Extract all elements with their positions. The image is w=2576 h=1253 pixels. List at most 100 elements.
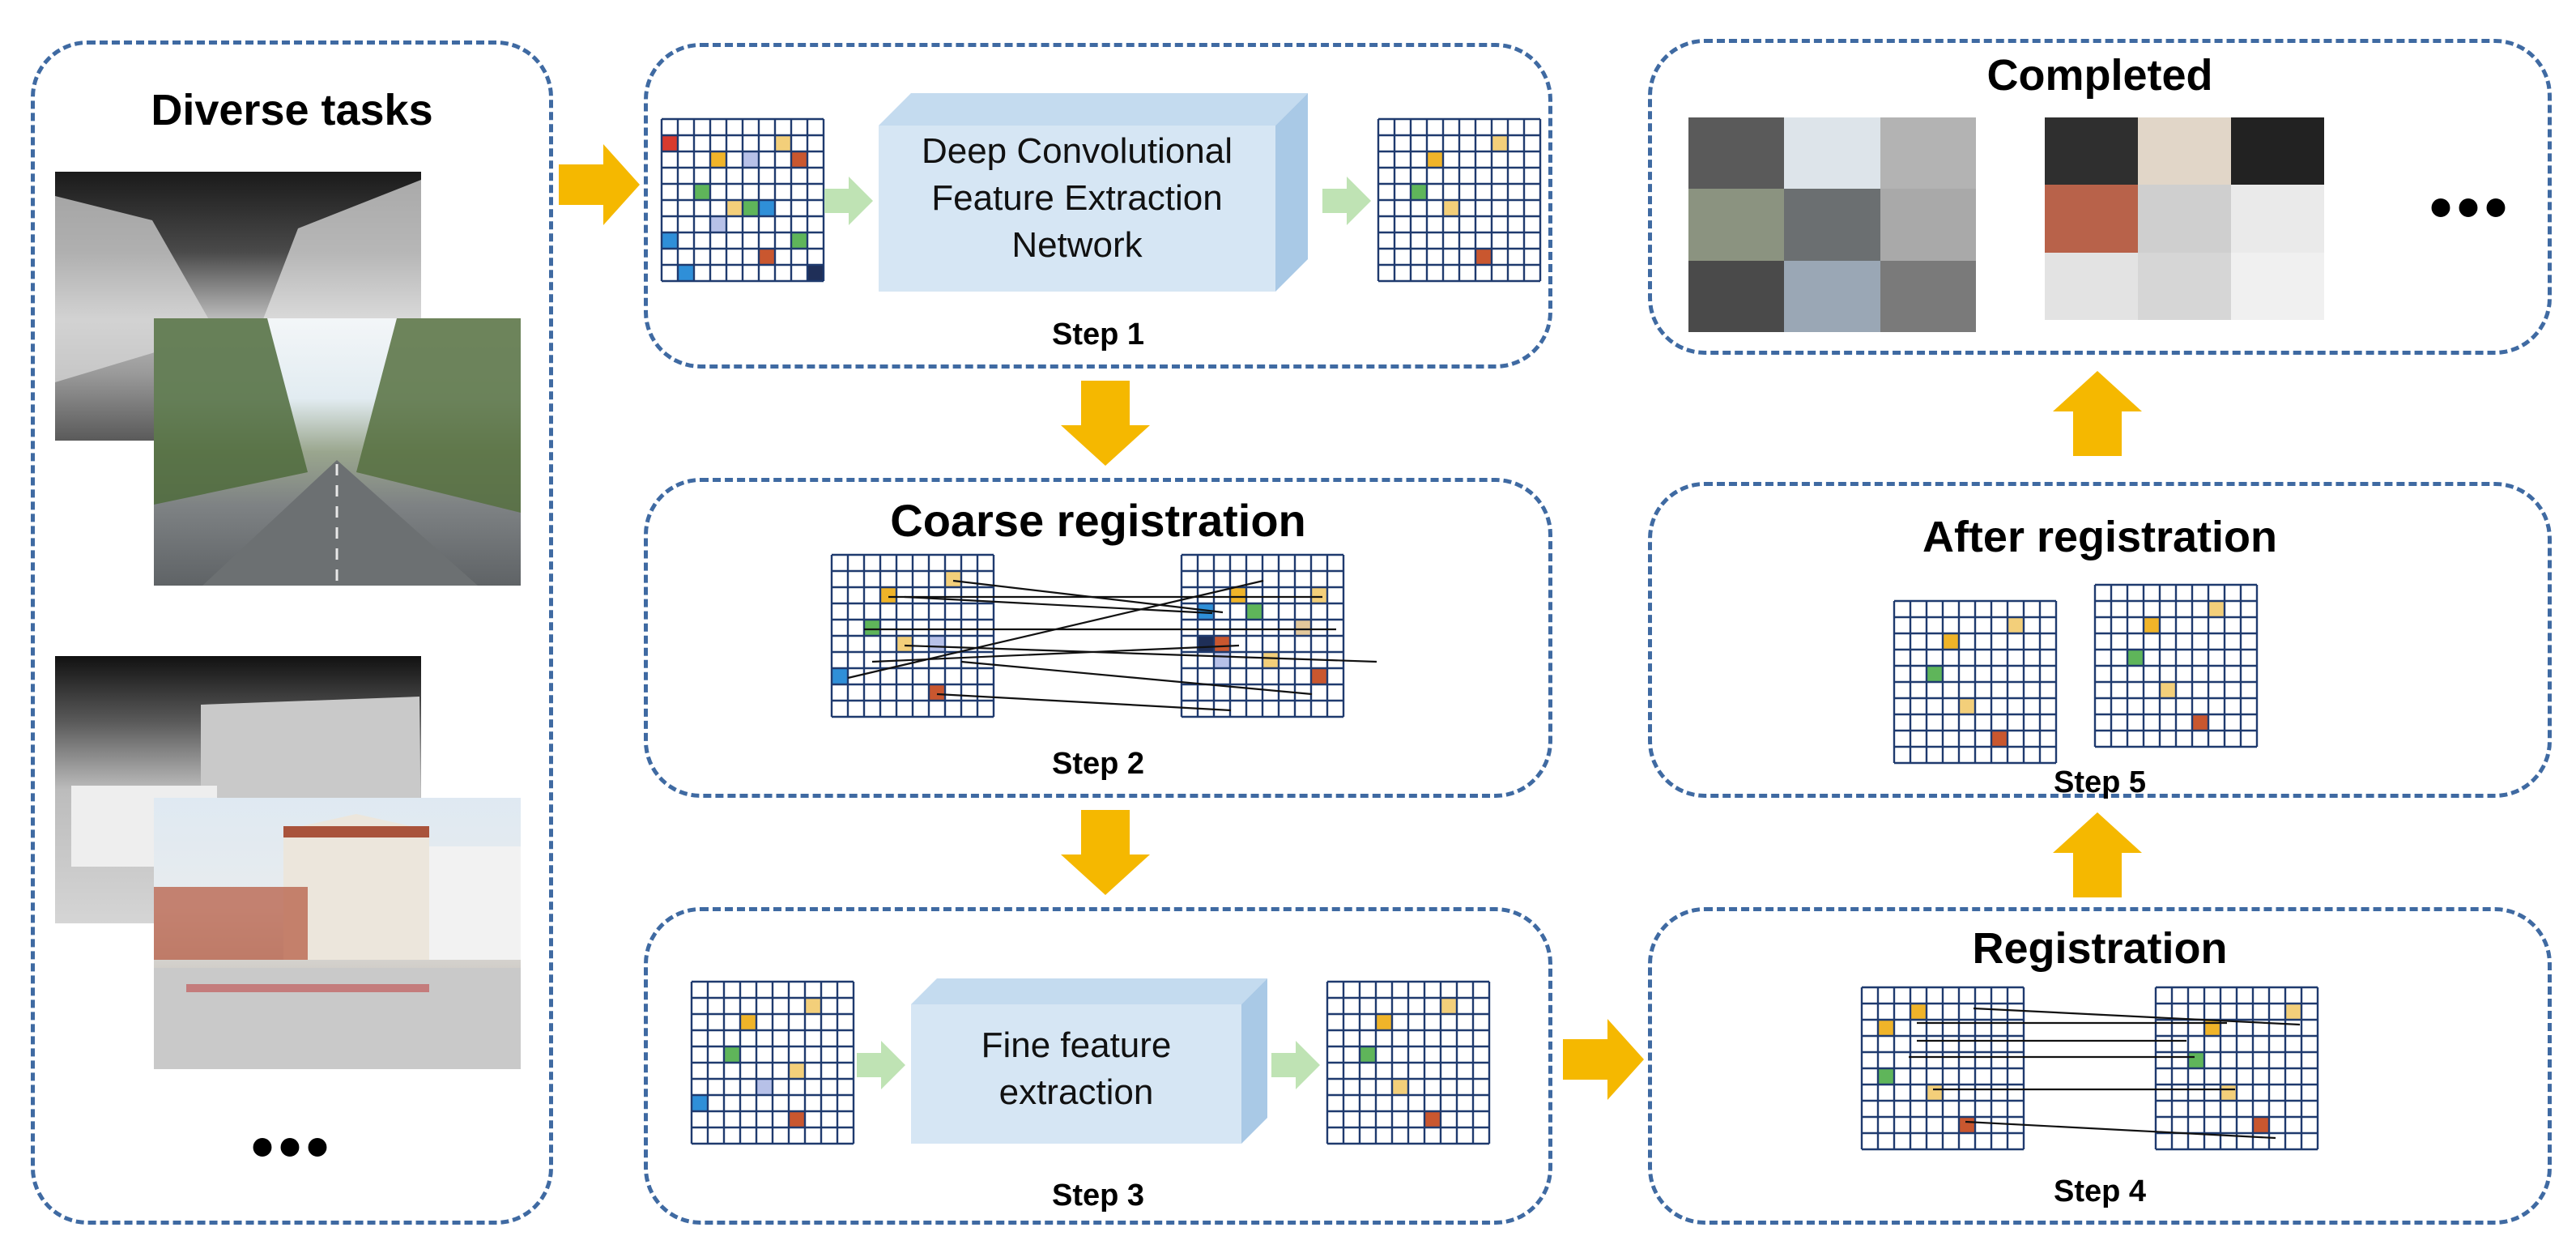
arrow-up-big-2 [2053, 371, 2142, 456]
diverse-tasks-panel [31, 40, 553, 1225]
match-line [904, 644, 1377, 663]
match-line [936, 693, 1232, 712]
feature-cell [662, 233, 677, 248]
feature-cell [1247, 604, 1262, 619]
feature-cell [2193, 715, 2208, 730]
step3-panel [644, 907, 1552, 1225]
feature-cell [1425, 1112, 1440, 1127]
feature-cell [930, 685, 944, 700]
step4-panel [1648, 907, 2552, 1225]
feature-cell [1444, 201, 1458, 215]
step4-left-grid [1860, 986, 2025, 1151]
feature-cell [1231, 588, 1245, 603]
feature-cell [2254, 1118, 2268, 1132]
arrow-down-big-2 [1061, 810, 1150, 895]
feature-cell [1312, 669, 1326, 684]
feature-cell [711, 217, 726, 232]
feature-cell [743, 152, 758, 167]
step1-input-grid [660, 117, 825, 283]
step5-label: Step 5 [2053, 765, 2147, 799]
feature-cell [1215, 637, 1229, 651]
step3-label: Step 3 [1051, 1178, 1145, 1213]
step1-label: Step 1 [1051, 318, 1145, 352]
step1-panel [644, 43, 1552, 369]
completed-building-mosaic [2045, 117, 2324, 320]
diverse-tasks-title: Diverse tasks [151, 86, 433, 134]
deep-cnn-line-3: Network [1011, 225, 1143, 265]
feature-cell [711, 152, 726, 167]
deep-cnn-block [879, 93, 1308, 292]
arrow-right-small-2 [1322, 177, 1371, 225]
visible-road-image [154, 318, 521, 586]
fine-feature-block [911, 978, 1267, 1144]
feature-cell [790, 1063, 804, 1078]
feature-cell [1377, 1015, 1391, 1029]
arrow-down-big-1 [1061, 381, 1150, 466]
feature-cell [1476, 249, 1491, 264]
feature-cell [760, 201, 774, 215]
coarse-registration-title: Coarse registration [890, 495, 1306, 546]
feature-cell [1393, 1080, 1407, 1094]
feature-cell [1492, 136, 1507, 151]
feature-cell [1911, 1004, 1926, 1019]
feature-cell [725, 1047, 739, 1062]
visible-building-image [154, 798, 521, 1069]
feature-cell [1312, 588, 1326, 603]
deep-cnn-line-2: Feature Extraction [931, 178, 1223, 218]
feature-cell [1879, 1021, 1893, 1035]
feature-cell [2209, 602, 2224, 616]
more-completed-ellipsis: ••• [2429, 171, 2513, 243]
registration-title: Registration [1972, 924, 2228, 973]
completed-panel [1648, 39, 2552, 355]
step5-right-grid [2093, 583, 2259, 748]
arrow-right-small-1 [824, 177, 873, 225]
step2-panel [644, 478, 1552, 798]
step4-right-grid [2154, 986, 2319, 1151]
more-tasks-ellipsis: ••• [251, 1110, 334, 1183]
feature-cell [1199, 604, 1213, 619]
feature-cell [1296, 620, 1310, 635]
feature-cell [741, 1015, 756, 1029]
feature-cell [743, 201, 758, 215]
arrow-right-big-2 [1563, 1019, 1644, 1100]
feature-cell [2205, 1021, 2220, 1035]
feature-cell [760, 249, 774, 264]
step1-output-grid [1377, 117, 1542, 283]
fine-feature-line-2: extraction [998, 1072, 1154, 1112]
feature-cell [662, 136, 677, 151]
feature-cell [2128, 650, 2143, 665]
step5-left-grid [1893, 599, 2058, 765]
feature-cell [2161, 683, 2175, 697]
feature-cell [1992, 731, 2007, 746]
feature-cell [1944, 634, 1958, 649]
feature-cell [792, 152, 807, 167]
feature-cell [757, 1080, 772, 1094]
completed-title: Completed [1986, 51, 2213, 100]
feature-cell [1879, 1069, 1893, 1084]
arrow-right-small-4 [1271, 1041, 1320, 1089]
feature-cell [1411, 185, 1426, 199]
feature-cell [692, 1096, 707, 1110]
completed-road-mosaic [1688, 117, 1976, 332]
feature-cell [2144, 618, 2159, 633]
feature-cell [679, 266, 693, 280]
after-registration-title: After registration [1922, 513, 2278, 561]
match-line [952, 579, 1224, 614]
arrow-up-big-1 [2053, 812, 2142, 897]
feature-cell [727, 201, 742, 215]
match-line [847, 579, 1264, 680]
step5-panel [1648, 482, 2552, 798]
feature-cell [2286, 1004, 2301, 1019]
feature-cell [865, 620, 879, 635]
deep-cnn-line-1: Deep Convolutional [921, 131, 1233, 171]
feature-cell [1428, 152, 1442, 167]
feature-cell [1960, 699, 1974, 714]
match-line [1973, 1007, 2301, 1026]
feature-cell [790, 1112, 804, 1127]
deep-cnn-block-label: Deep Convolutional Feature Extraction Ne… [879, 128, 1275, 269]
feature-cell [1441, 999, 1456, 1013]
match-line [871, 644, 1240, 663]
feature-cell [1927, 667, 1942, 681]
feature-cell [808, 266, 823, 280]
